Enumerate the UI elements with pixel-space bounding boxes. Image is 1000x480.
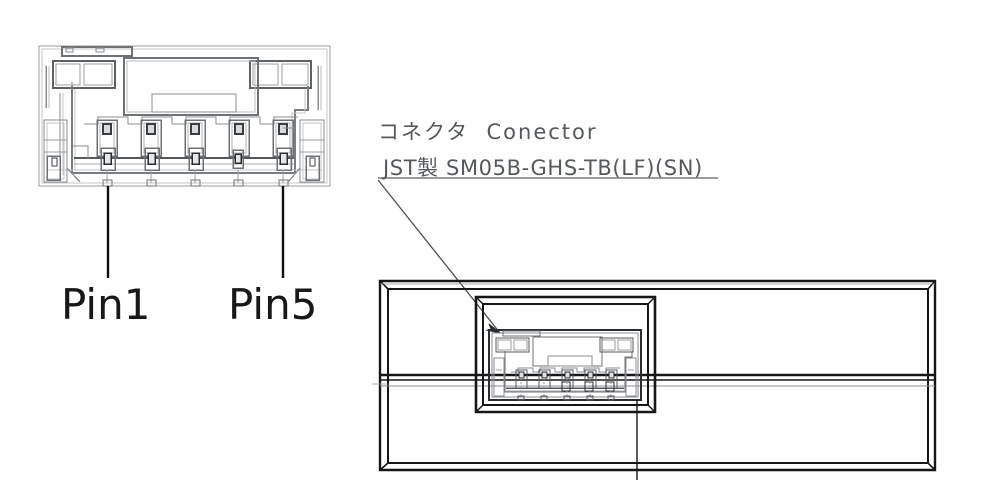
connector-annotation-line1: コネクタ Conector (378, 120, 598, 144)
device-housing-drawing (378, 279, 937, 472)
pin5-label: Pin5 (228, 280, 318, 329)
connector-annotation-line2: JST製 SM05B-GHS-TB(LF)(SN) (383, 156, 703, 180)
annotation-leader (377, 177, 718, 334)
pin1-label: Pin1 (61, 280, 151, 329)
annotation-leader-line (377, 179, 501, 334)
annotation-arrowhead (485, 323, 501, 334)
device-connector-small (488, 329, 642, 401)
connector-detail-drawing (38, 45, 331, 187)
pin-leader-lines (106, 186, 285, 278)
